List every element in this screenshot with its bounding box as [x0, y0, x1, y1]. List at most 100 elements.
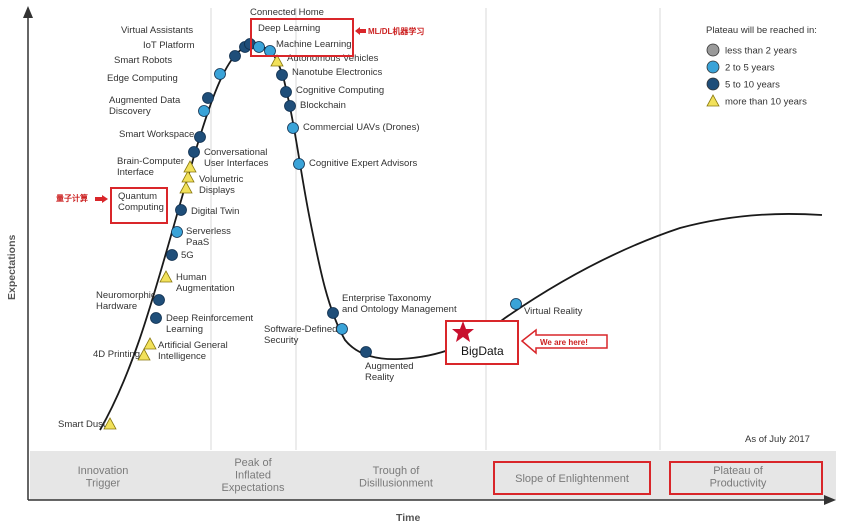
technology-label: Virtual Reality	[524, 306, 583, 317]
y-axis-label: Expectations	[6, 234, 18, 300]
technology-label: Edge Computing	[107, 73, 178, 84]
technology-label: Discovery	[109, 106, 151, 117]
legend-circle-icon	[706, 60, 720, 74]
axes	[23, 6, 836, 505]
bigdata-box	[445, 320, 519, 365]
circle-icon	[194, 131, 206, 143]
legend-item-label: less than 2 years	[725, 46, 797, 57]
triangle-icon	[181, 170, 195, 183]
circle-icon	[171, 226, 183, 238]
we-are-here-arrow	[520, 328, 608, 355]
technology-label: 4D Printing	[93, 349, 140, 360]
ml-dl-highlight-box	[250, 18, 354, 57]
technology-points: Smart Dust 4D Printing Artificial General I…	[58, 7, 583, 430]
circle-icon	[202, 92, 214, 104]
as-of-label: As of July 2017	[745, 434, 810, 445]
technology-label: Neuromorphic	[96, 290, 156, 301]
phase-label-innovation: Trigger	[86, 478, 121, 490]
technology-label: Smart Workspace	[119, 129, 194, 140]
phase-label-trough: Disillusionment	[359, 478, 433, 490]
phase-label-peak: Peak of	[234, 457, 272, 469]
phase-label-peak: Expectations	[222, 482, 285, 494]
star-icon	[452, 321, 474, 342]
circle-icon	[188, 146, 200, 158]
technology-label: Human	[176, 272, 207, 283]
technology-label: Enterprise Taxonomy	[342, 293, 431, 304]
quantum-annotation: 量子计算	[56, 193, 88, 203]
legend-item-label: 5 to 10 years	[725, 80, 780, 91]
legend-title: Plateau will be reached in:	[706, 25, 817, 36]
technology-label: Augmented Data	[109, 95, 181, 106]
legend-item-label: 2 to 5 years	[725, 63, 775, 74]
circle-icon	[166, 249, 178, 261]
circle-icon	[510, 298, 522, 310]
technology-label: Augmented	[365, 361, 414, 372]
legend-circle-icon	[706, 77, 720, 91]
technology-label: Cognitive Expert Advisors	[309, 158, 417, 169]
technology-label: Security	[264, 335, 299, 346]
legend-item-label: more than 10 years	[725, 97, 807, 108]
technology-label: Virtual Assistants	[121, 25, 193, 36]
circle-icon	[175, 204, 187, 216]
circle-icon	[360, 346, 372, 358]
triangle-icon	[159, 270, 173, 283]
triangle-icon	[137, 348, 151, 361]
circle-icon	[229, 50, 241, 62]
circle-icon	[284, 100, 296, 112]
technology-label: Quantum	[118, 191, 157, 202]
x-axis-label: Time	[396, 512, 420, 524]
technology-label: Interface	[117, 167, 154, 178]
circle-icon	[198, 105, 210, 117]
technology-label: Smart Robots	[114, 55, 172, 66]
circle-icon	[153, 294, 165, 306]
technology-label: Cognitive Computing	[296, 85, 384, 96]
technology-label: Artificial General	[158, 340, 228, 351]
circle-icon	[150, 312, 162, 324]
technology-label: Augmentation	[176, 283, 235, 294]
technology-label: Conversational	[204, 147, 267, 158]
triangle-icon	[179, 181, 193, 194]
phase-dividers	[210, 8, 661, 450]
technology-label: Reality	[365, 372, 394, 383]
technology-label: Commercial UAVs (Drones)	[303, 122, 419, 133]
technology-label: Brain-Computer	[117, 156, 184, 167]
phase-label-slope: Slope of Enlightenment	[515, 473, 629, 485]
technology-label: Volumetric	[199, 174, 244, 185]
triangle-icon	[183, 160, 197, 173]
legend: Plateau will be reached in: less than 2 …	[706, 25, 817, 108]
plateau-highlight-box	[669, 461, 823, 495]
quantum-highlight-box	[110, 187, 168, 224]
technology-label: Nanotube Electronics	[292, 67, 383, 78]
circle-icon	[253, 41, 265, 53]
phase-label-innovation: Innovation	[78, 465, 129, 477]
technology-label: Computing	[118, 202, 164, 213]
technology-label: Serverless	[186, 226, 231, 237]
bigdata-label: BigData	[461, 344, 504, 358]
triangle-icon	[143, 337, 157, 350]
technology-label: Machine Learning	[276, 39, 352, 50]
slope-highlight-box	[493, 461, 651, 495]
technology-label: PaaS	[186, 237, 209, 248]
circle-icon	[287, 122, 299, 134]
phase-label-plateau: Plateau of	[713, 465, 763, 477]
technology-label: Connected Home	[250, 7, 324, 18]
phase-label-peak: Inflated	[235, 470, 271, 482]
technology-label: Displays	[199, 185, 235, 196]
phase-band	[30, 451, 836, 500]
technology-label: and Ontology Management	[342, 304, 457, 315]
phase-label-plateau: Productivity	[710, 478, 767, 490]
circle-icon	[264, 45, 276, 57]
technology-label: Smart Dust	[58, 419, 106, 430]
technology-label: Software-Defined	[264, 324, 337, 335]
technology-label: Deep Reinforcement	[166, 313, 253, 324]
we-are-here-label: We are here!	[540, 338, 588, 347]
technology-label: Blockchain	[300, 100, 346, 111]
phase-label-trough: Trough of	[373, 465, 421, 477]
quantum-arrow	[95, 195, 108, 203]
triangle-icon	[270, 54, 284, 67]
circle-icon	[280, 86, 292, 98]
circle-icon	[336, 323, 348, 335]
technology-label: Digital Twin	[191, 206, 239, 217]
ml-dl-arrow	[355, 27, 366, 35]
